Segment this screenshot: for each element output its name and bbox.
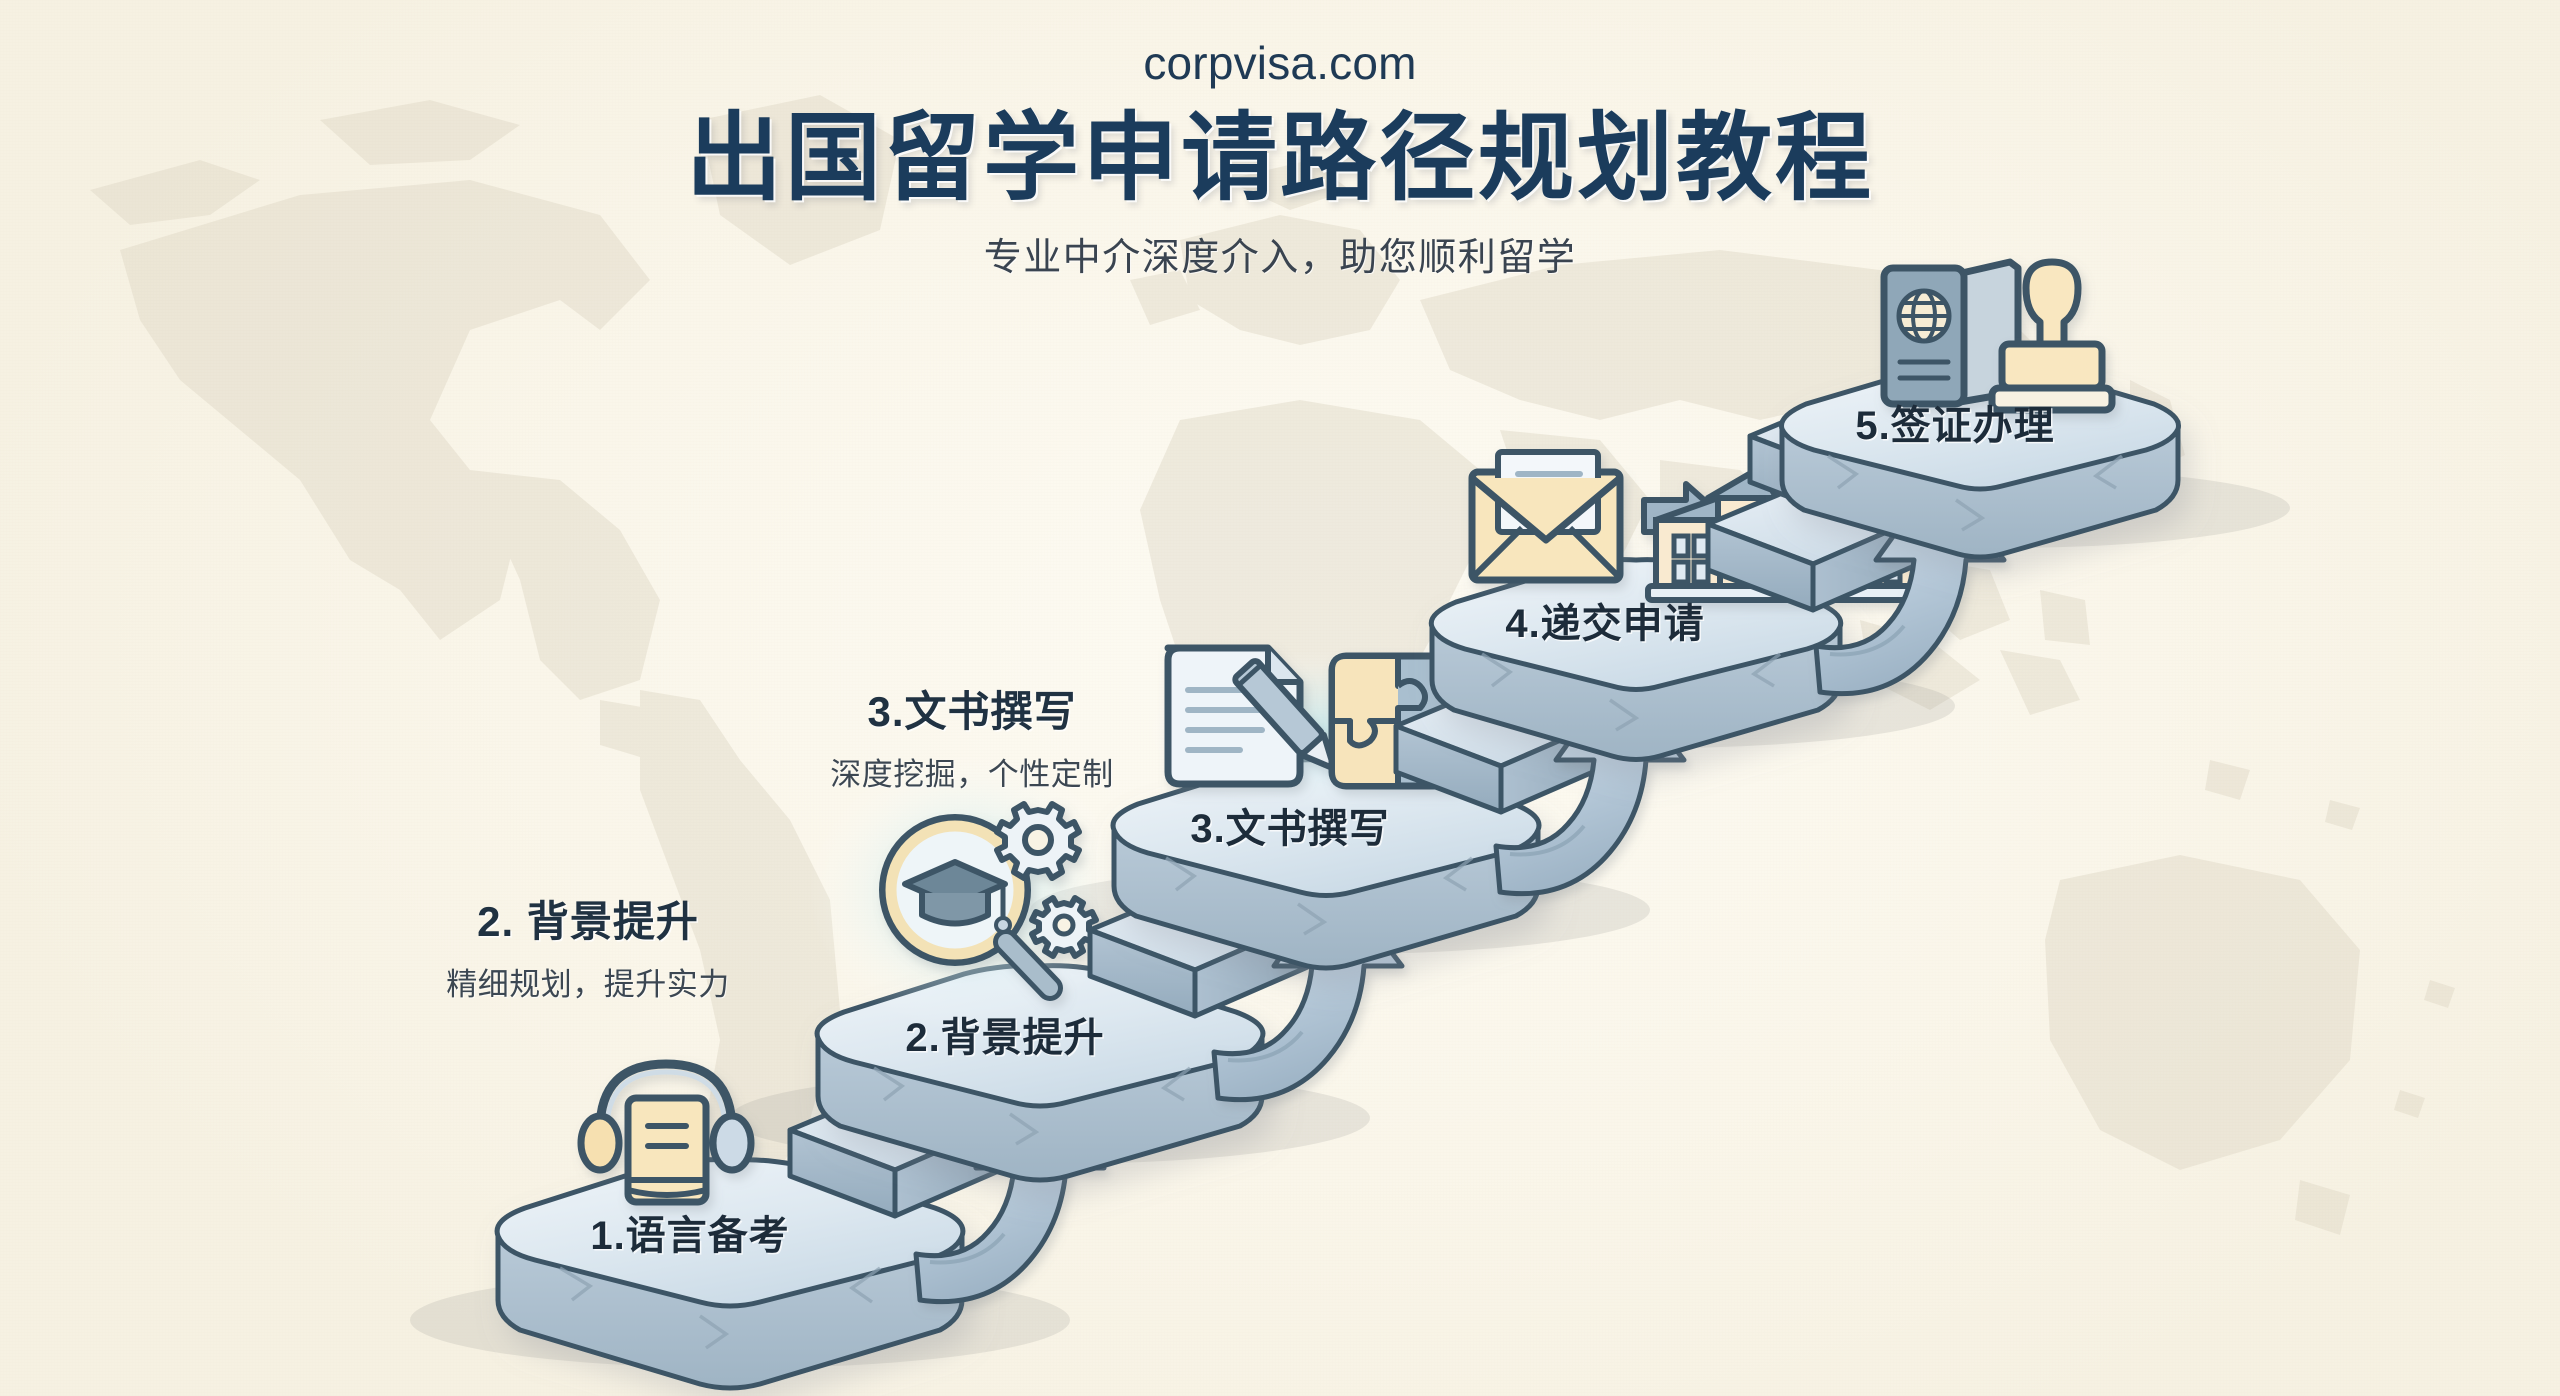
step-2-callout-title: 2. 背景提升 <box>477 898 699 945</box>
step-2-label: 2.背景提升 <box>905 1016 1105 1060</box>
page-title: 出国留学申请路径规划教程 <box>686 104 1874 212</box>
step-4-label: 4.递交申请 <box>1505 602 1705 646</box>
stamp-icon <box>1988 258 2116 414</box>
step-2-callout-subtitle: 精细规划，提升实力 <box>446 967 730 1002</box>
brand-name: corpvisa.com <box>1143 37 1417 89</box>
magnifier-graduation-gears-icon <box>879 801 1099 1001</box>
envelope-icon <box>1468 449 1624 584</box>
step-3-label: 3.文书撰写 <box>1190 807 1390 851</box>
header: corpvisa.com 出国留学申请路径规划教程 专业中介深度介入，助您顺利留… <box>0 38 2560 281</box>
step-3-callout-subtitle: 深度挖掘，个性定制 <box>830 757 1114 792</box>
step-2-callout: 2. 背景提升 精细规划，提升实力 <box>378 888 798 1004</box>
step-5-label: 5.签证办理 <box>1855 404 2055 448</box>
page-subtitle: 专业中介深度介入，助您顺利留学 <box>983 237 1577 280</box>
step-1-label: 1.语言备考 <box>590 1214 790 1258</box>
passport-icon <box>1880 258 2022 408</box>
step-3-callout-title: 3.文书撰写 <box>867 688 1077 735</box>
step-3-callout: 3.文书撰写 深度挖掘，个性定制 <box>762 678 1182 794</box>
headphones-book-icon <box>577 1059 755 1206</box>
document-pencil-icon <box>1164 644 1338 788</box>
